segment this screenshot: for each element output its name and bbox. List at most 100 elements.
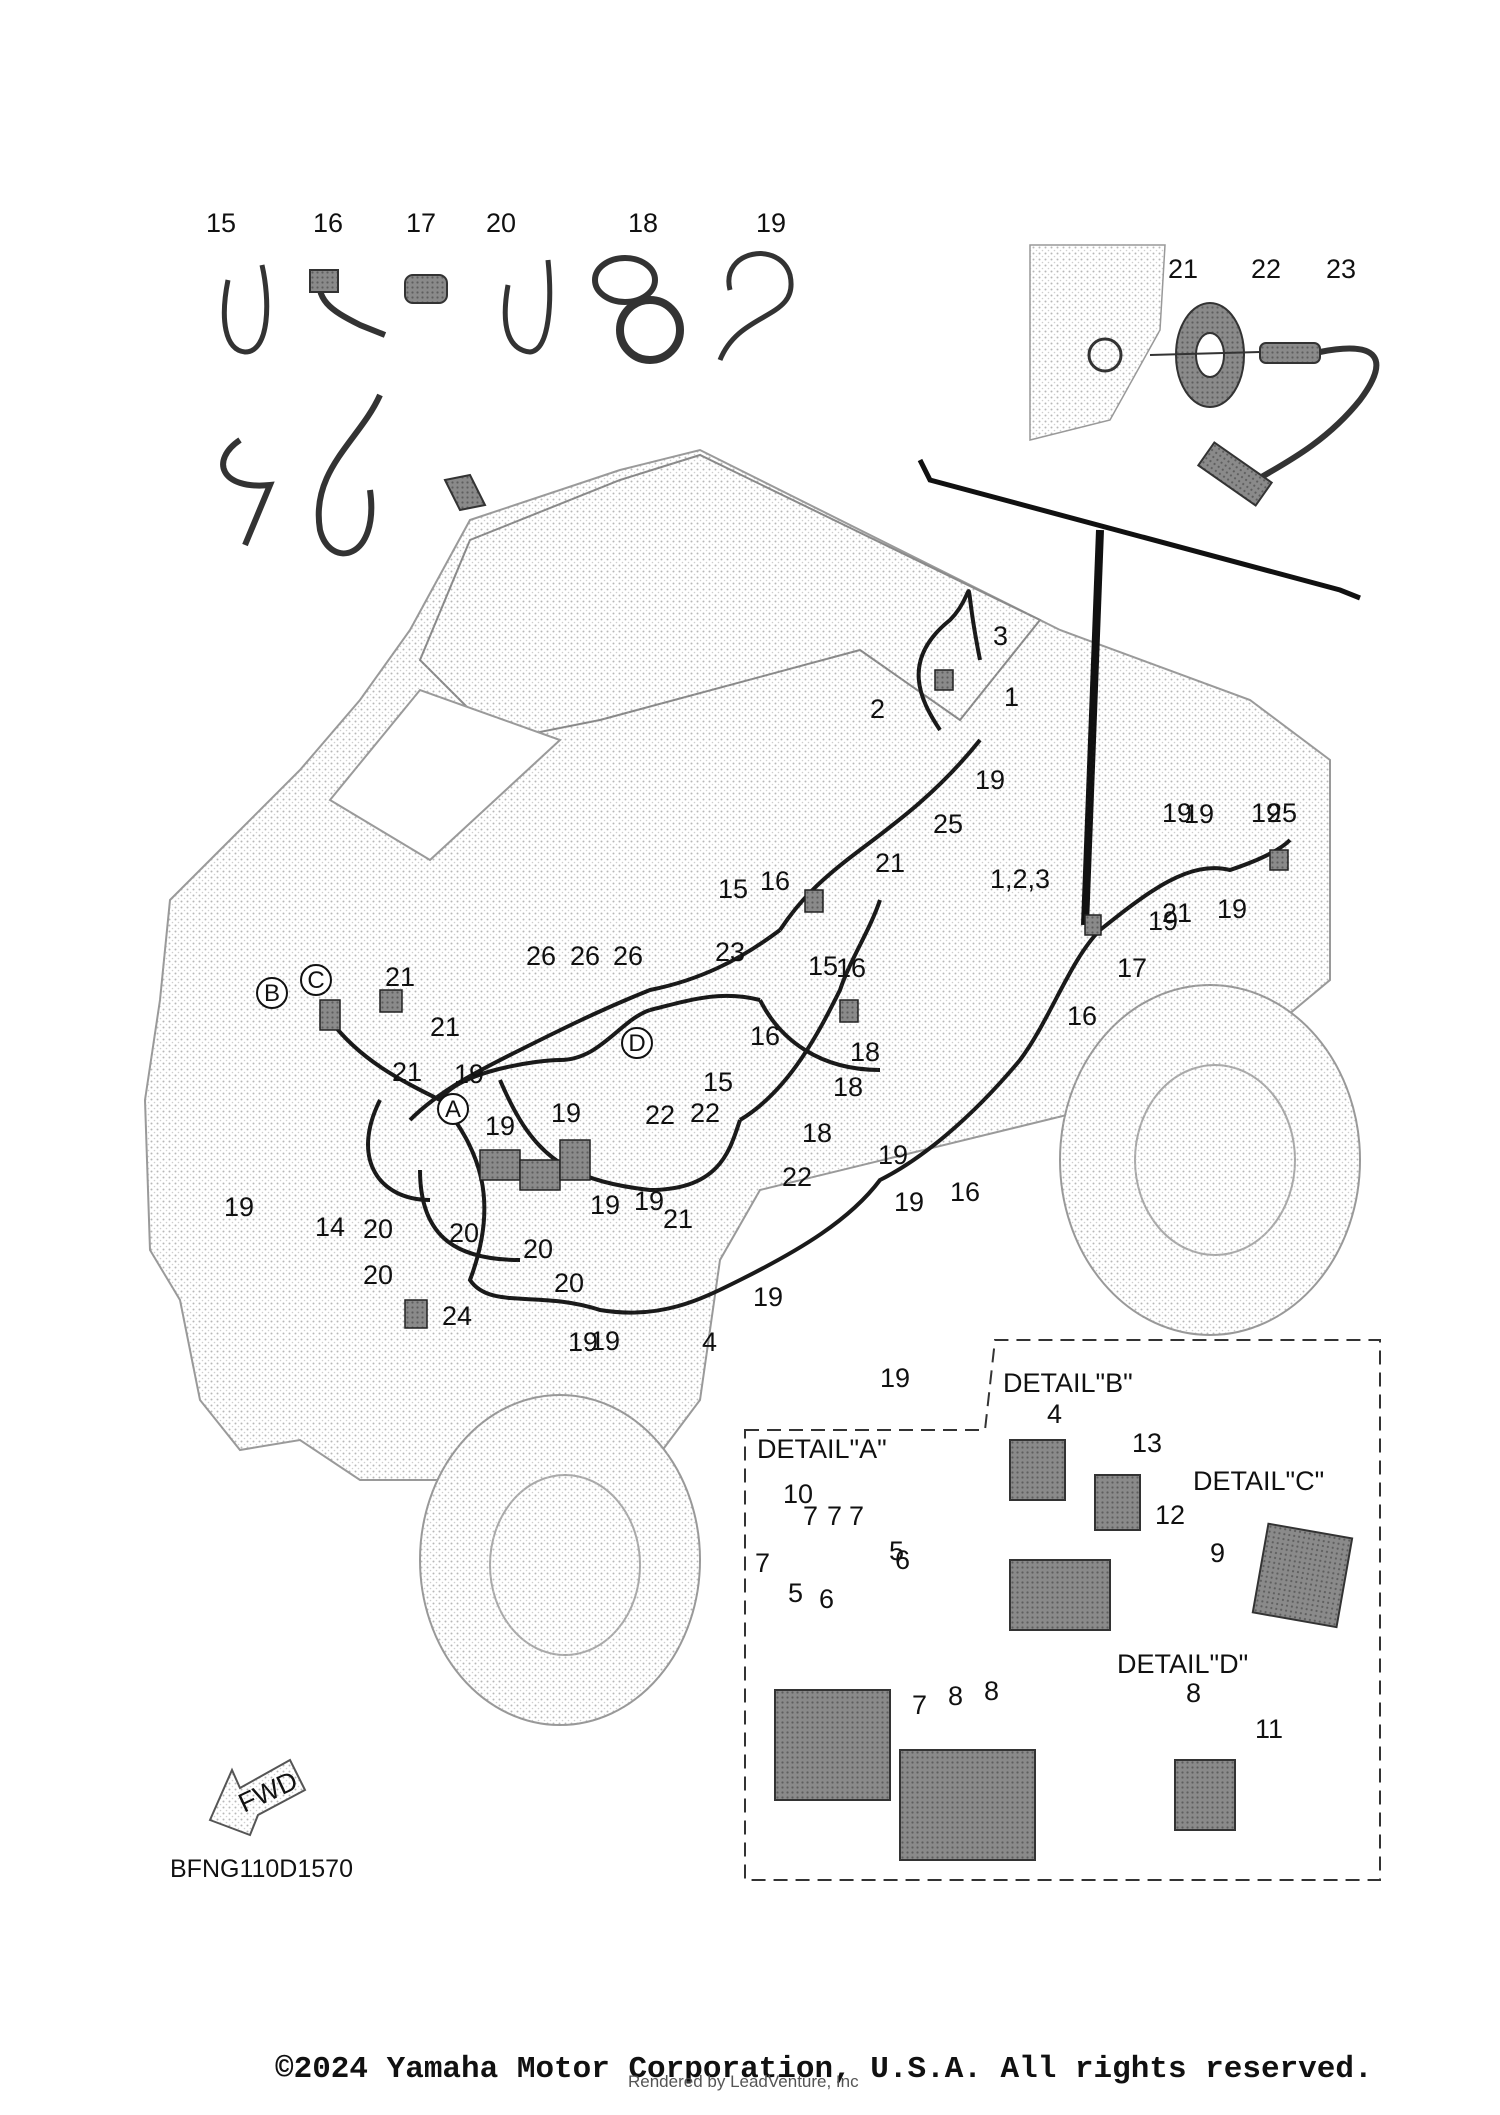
detail-marker-c: C [300,964,332,996]
part-callout: 5 [788,1578,803,1608]
svg-text:D: D [628,1030,645,1057]
part-callout: 4 [702,1327,717,1357]
part-callout: 7 [912,1690,927,1720]
part-callout: 19 [224,1192,254,1222]
part-callout: 19 [485,1111,515,1141]
part-callout: 19 [590,1326,620,1356]
part-callout: 6 [819,1584,834,1614]
part-callout: 20 [363,1214,393,1244]
part-callout: 15 [703,1067,733,1097]
part-callout: 25 [1267,798,1297,828]
part-callout: 22 [782,1162,812,1192]
part-callout: 3 [993,621,1008,651]
detail-marker-b: B [256,977,288,1009]
part-callout: 8 [984,1676,999,1706]
forward-arrow-icon: FWD [208,1758,307,1837]
part-callout: 22 [645,1100,675,1130]
part-callout: 14 [315,1212,345,1242]
part-callout: 21 [663,1204,693,1234]
part-callout: 19 [1184,799,1214,829]
part-callout: 21 [430,1012,460,1042]
connectors [319,669,1289,1329]
part-callout: 19 [1162,798,1192,828]
svg-text:C: C [307,967,324,994]
svg-text:B: B [264,980,280,1007]
vehicle-body [143,448,1361,1726]
part-callout: 19 [454,1059,484,1089]
part-callout: 18 [802,1118,832,1148]
part-callout: 7 [755,1548,770,1578]
part-callout: 19 [590,1190,620,1220]
part-callout: 19 [975,765,1005,795]
part-callout: 19 [756,208,786,238]
part-callout: 9 [1210,1538,1225,1568]
part-callout: 19 [753,1282,783,1312]
svg-text:A: A [445,1096,461,1123]
part-callout: 24 [442,1301,472,1331]
detail-c-title: DETAIL"C" [1193,1466,1324,1496]
part-callout: 15 [718,874,748,904]
sensor-inset [917,244,1380,926]
clip-parts-legend [220,251,794,557]
part-callout: 15 [808,951,838,981]
part-callout: 12 [1155,1500,1185,1530]
part-callout: 5 [889,1536,904,1566]
part-callout: 20 [363,1260,393,1290]
part-callout: 8 [948,1681,963,1711]
render-credit: Rendered by LeadVenture, Inc [628,2072,859,2091]
part-callout: 26 [613,941,643,971]
part-callout: 2 [870,694,885,724]
copyright-notice: ©2024 Yamaha Motor Corporation, U.S.A. A… [275,2052,1373,2087]
part-callout: 19 [634,1186,664,1216]
part-callout: 19 [1251,798,1281,828]
part-callout: 23 [715,937,745,967]
part-callout: 20 [486,208,516,238]
part-callout: 22 [1251,254,1281,284]
part-callout: 21 [1162,898,1192,928]
part-callout: 25 [933,809,963,839]
part-callout: 16 [760,866,790,896]
part-callout: 21 [1168,254,1198,284]
rear-wheel [1059,984,1361,1336]
detail-marker-d: D [621,1027,653,1059]
sensor-1 [1259,342,1321,364]
part-callout: 19 [1148,906,1178,936]
detail-b-title: DETAIL"B" [1003,1368,1133,1398]
part-callout: 16 [836,953,866,983]
part-callout: 23 [1326,254,1356,284]
part-callout: 19 [880,1363,910,1393]
detail-d-title: DETAIL"D" [1117,1649,1248,1679]
detail-box [744,1339,1381,1881]
part-callout: 16 [1067,1001,1097,1031]
part-callout: 19 [894,1187,924,1217]
part-callout: 21 [385,962,415,992]
part-callout: 11 [0,0,28,6]
part-callout: 11 [1255,1714,1283,1744]
part-callout: 7 [827,1501,842,1531]
part-callout: 13 [1132,1428,1162,1458]
part-callout: 7 [803,1501,818,1531]
part-callout: 26 [526,941,556,971]
part-callout: 20 [523,1234,553,1264]
part-callout: 8 [1186,1678,1201,1708]
part-callout: 22 [690,1098,720,1128]
part-callout: 15 [206,208,236,238]
part-callout: 1,2,3 [990,864,1050,894]
detail-a-title: DETAIL"A" [757,1434,887,1464]
part-callout: 21 [392,1057,422,1087]
part-callout: 4 [1047,1399,1062,1429]
part-callout: 21 [875,848,905,878]
part-callout: 16 [950,1177,980,1207]
front-wheel [419,1394,701,1726]
part-callout: 6 [895,1545,910,1575]
part-callout: 19 [878,1140,908,1170]
part-callout: 10 [783,1479,813,1509]
detail-marker-a: A [437,1093,469,1125]
part-callout: 19 [551,1098,581,1128]
part-callout: 19 [1217,894,1247,924]
part-callout: 17 [406,208,436,238]
part-callout: 18 [833,1072,863,1102]
part-callout: 18 [850,1037,880,1067]
